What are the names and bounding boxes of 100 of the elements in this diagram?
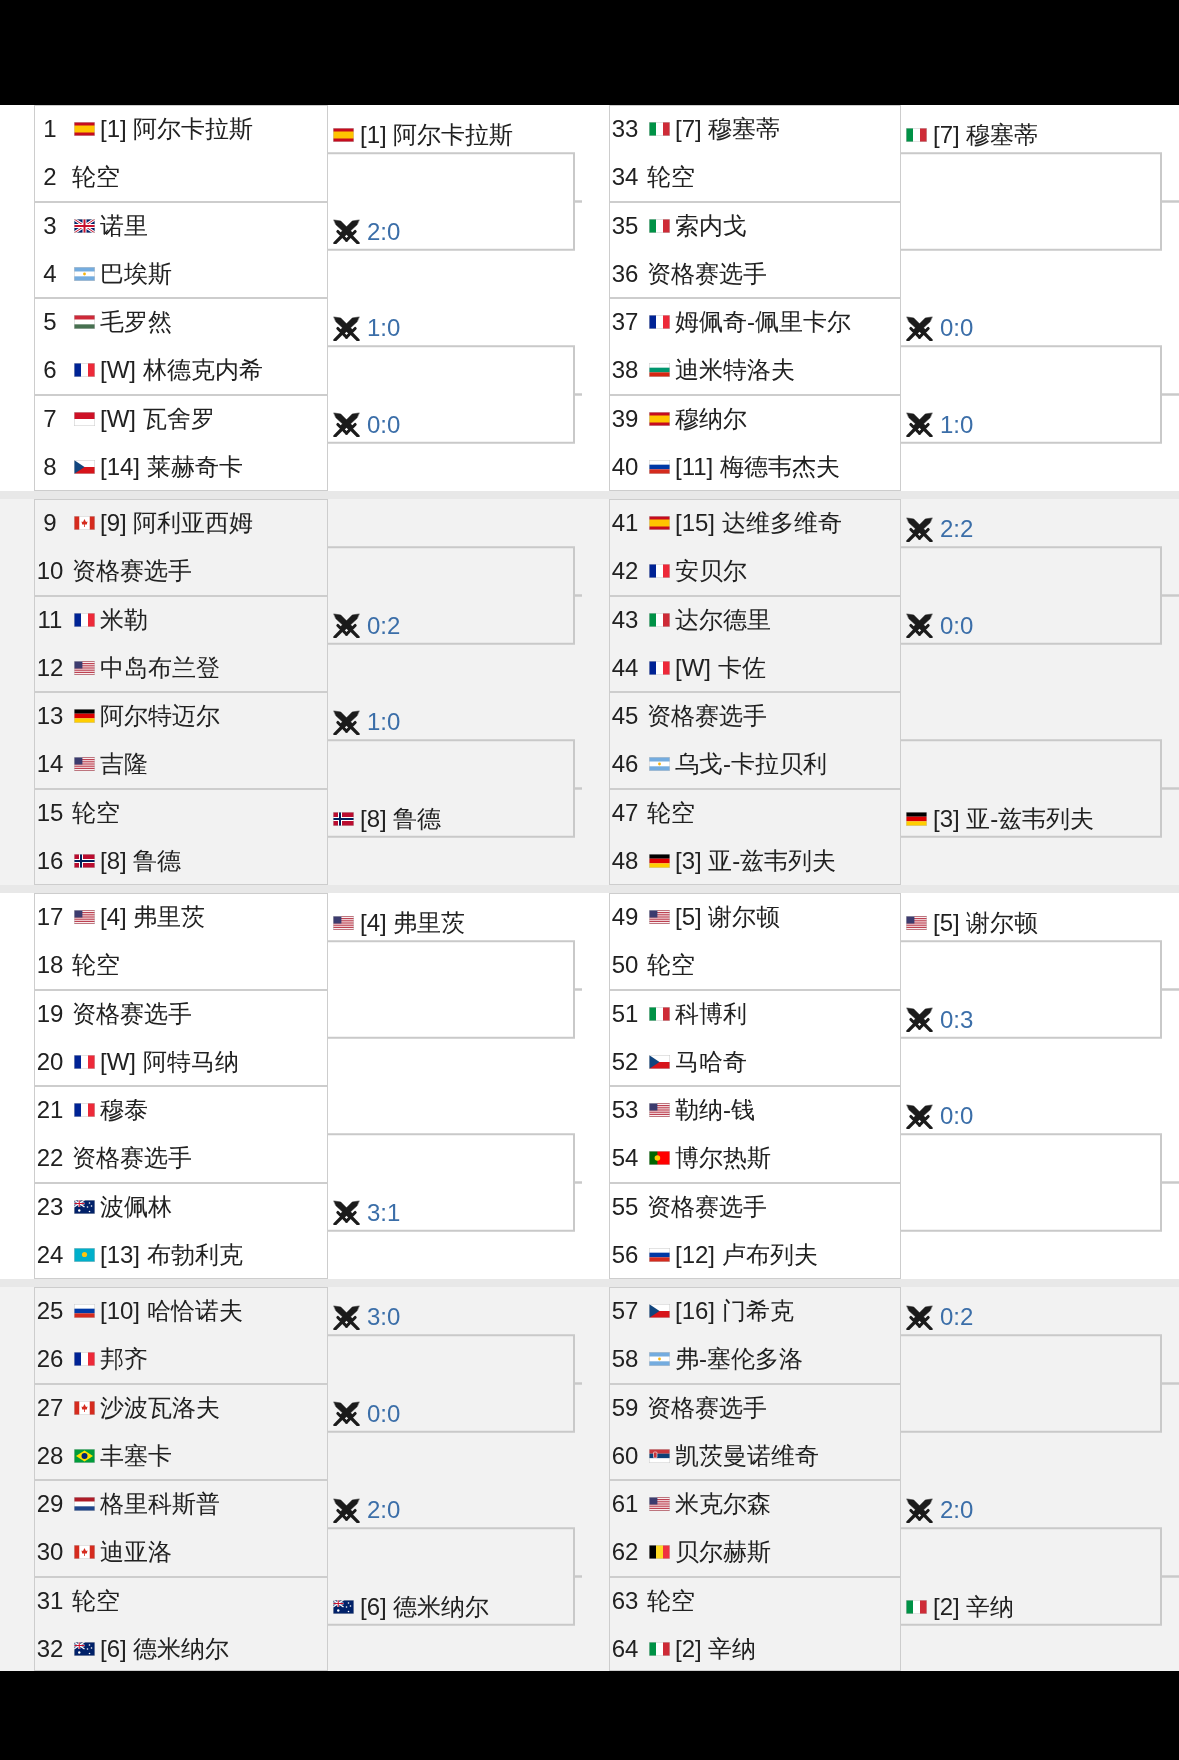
match-box bbox=[34, 394, 328, 491]
draw-number: 55 bbox=[611, 1192, 639, 1221]
player-name: 穆纳尔 bbox=[675, 404, 747, 433]
player-name: 乌戈-卡拉贝利 bbox=[675, 750, 827, 778]
draw-number: 11 bbox=[37, 605, 63, 634]
draw-number: 58 bbox=[611, 1345, 639, 1373]
player-name: 资格赛选手 bbox=[72, 557, 192, 585]
match-box bbox=[609, 893, 901, 990]
player-name: 索内戈 bbox=[675, 211, 747, 240]
bracket-line bbox=[327, 1575, 583, 1626]
player-name: [8] 鲁德 bbox=[360, 804, 442, 833]
player-name: [1] 阿尔卡拉斯 bbox=[360, 121, 514, 150]
player-name: 轮空 bbox=[72, 798, 120, 827]
player-name: 轮空 bbox=[647, 951, 695, 979]
player-name: 轮空 bbox=[647, 163, 695, 191]
player-name: 丰塞卡 bbox=[100, 1441, 172, 1470]
bracket-line bbox=[900, 1382, 1179, 1433]
bracket-line bbox=[327, 1181, 583, 1232]
match-box bbox=[609, 105, 901, 202]
score-text: 0:0 bbox=[940, 611, 974, 640]
bracket-line bbox=[327, 1382, 583, 1433]
player-name: [7] 穆塞蒂 bbox=[933, 121, 1039, 150]
player-name: 马哈奇 bbox=[675, 1047, 747, 1076]
player-name: 巴埃斯 bbox=[100, 259, 172, 288]
player-name: [6] 德米纳尔 bbox=[360, 1592, 490, 1621]
draw-number: 5 bbox=[43, 308, 57, 336]
match-box bbox=[609, 692, 901, 789]
draw-number: 40 bbox=[611, 452, 639, 481]
player-name: 米勒 bbox=[100, 605, 148, 634]
draw-number: 19 bbox=[36, 999, 64, 1028]
draw-number: 52 bbox=[611, 1047, 639, 1076]
draw-number: 12 bbox=[36, 653, 64, 682]
draw-number: 43 bbox=[611, 605, 639, 634]
score-text: 1:0 bbox=[367, 708, 401, 737]
score-text: 0:3 bbox=[940, 1005, 974, 1034]
player-name: [13] 布勃利克 bbox=[100, 1240, 243, 1269]
bracket-line bbox=[327, 393, 583, 444]
score-text: 0:0 bbox=[367, 410, 401, 439]
match-box bbox=[34, 1576, 328, 1671]
player-name: 达尔德里 bbox=[675, 605, 771, 634]
player-name: [9] 阿利亚西姆 bbox=[100, 509, 254, 537]
match-box bbox=[34, 298, 328, 395]
bracket-line bbox=[900, 1575, 1179, 1626]
player-name: 波佩林 bbox=[100, 1192, 172, 1221]
draw-number: 59 bbox=[611, 1393, 639, 1422]
player-name: [8] 鲁德 bbox=[100, 846, 182, 875]
draw-number: 46 bbox=[611, 750, 639, 778]
player-name: 中岛布兰登 bbox=[100, 653, 220, 682]
draw-number: 31 bbox=[36, 1586, 64, 1615]
draw-number: 60 bbox=[611, 1441, 639, 1470]
player-name: [2] 辛纳 bbox=[675, 1634, 757, 1663]
match-box bbox=[34, 105, 328, 202]
draw-number: 4 bbox=[43, 259, 57, 288]
match-box bbox=[609, 394, 901, 491]
player-name: 轮空 bbox=[647, 1586, 695, 1615]
player-name: [6] 德米纳尔 bbox=[100, 1634, 230, 1663]
player-name: 凯茨曼诺维奇 bbox=[675, 1441, 819, 1470]
match-box bbox=[34, 1287, 328, 1384]
player-name: 贝尔赫斯 bbox=[675, 1538, 771, 1566]
player-name: [15] 达维多维奇 bbox=[675, 509, 842, 537]
match-box bbox=[609, 1576, 901, 1671]
player-name: 米克尔森 bbox=[675, 1490, 771, 1518]
match-box bbox=[34, 1383, 328, 1480]
draw-number: 63 bbox=[611, 1586, 639, 1615]
bracket-line bbox=[327, 200, 583, 251]
draw-number: 32 bbox=[36, 1634, 64, 1663]
draw-number: 48 bbox=[611, 846, 639, 875]
player-name: [W] 卡佐 bbox=[675, 653, 766, 682]
draw-number: 29 bbox=[36, 1490, 64, 1518]
player-name: 诺里 bbox=[100, 211, 148, 240]
draw-number: 2 bbox=[43, 163, 57, 191]
player-name: 资格赛选手 bbox=[72, 999, 192, 1028]
draw-number: 51 bbox=[611, 999, 639, 1028]
player-name: 阿尔特迈尔 bbox=[100, 702, 220, 730]
draw-number: 36 bbox=[611, 259, 639, 288]
player-name: [1] 阿尔卡拉斯 bbox=[100, 115, 254, 143]
player-name: [4] 弗里茨 bbox=[100, 903, 206, 931]
match-box bbox=[34, 1086, 328, 1183]
player-name: 轮空 bbox=[647, 798, 695, 827]
player-name: 资格赛选手 bbox=[647, 702, 767, 730]
draw-number: 61 bbox=[611, 1490, 639, 1518]
match-box bbox=[34, 989, 328, 1086]
match-box bbox=[609, 788, 901, 885]
player-name: 轮空 bbox=[72, 1586, 120, 1615]
player-name: 安贝尔 bbox=[675, 557, 747, 585]
draw-number: 38 bbox=[611, 356, 639, 384]
player-name: [W] 林德克内希 bbox=[100, 356, 263, 384]
player-name: [3] 亚-兹韦列夫 bbox=[933, 804, 1095, 833]
player-name: 科博利 bbox=[675, 999, 747, 1028]
player-name: 沙波瓦洛夫 bbox=[100, 1393, 220, 1422]
score-text: 2:2 bbox=[940, 515, 974, 544]
player-name: [5] 谢尔顿 bbox=[933, 909, 1039, 938]
match-box bbox=[609, 1383, 901, 1480]
bracket-line bbox=[900, 200, 1179, 251]
draw-number: 8 bbox=[43, 452, 57, 481]
draw-number: 53 bbox=[611, 1096, 639, 1124]
draw-number: 49 bbox=[611, 903, 639, 931]
bracket-line bbox=[327, 594, 583, 645]
match-box bbox=[609, 201, 901, 298]
player-name: [W] 瓦舍罗 bbox=[100, 404, 215, 433]
